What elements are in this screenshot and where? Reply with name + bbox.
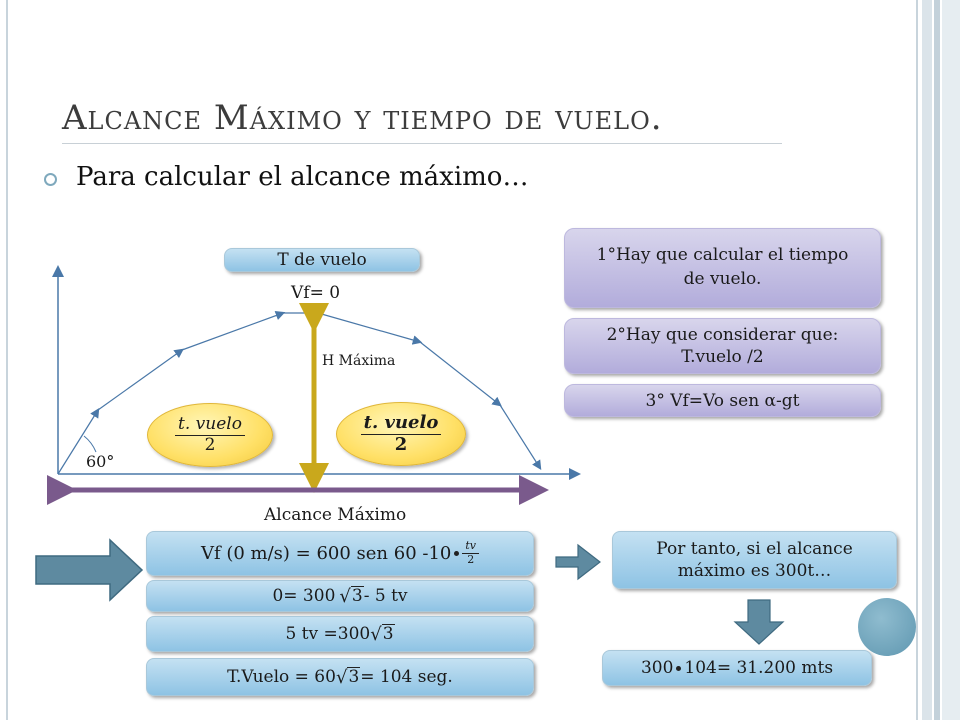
step-3-box: 3° Vf=Vo sen α-gt [564,384,881,417]
angle-label: 60° [86,452,115,471]
right-stripe-2 [934,0,940,720]
left-half-time-oval: t. vuelo 2 [147,403,273,467]
result-box: 300 104= 31.200 mts [602,650,872,686]
arrow-right-icon [555,543,601,581]
angle-arc [83,435,97,453]
trajectory-path [57,310,542,475]
conclusion-box: Por tanto, si el alcance máximo es 300t… [612,531,897,589]
multiply-dot-icon [676,665,682,671]
vf-zero-label: Vf= 0 [291,283,341,303]
multiply-dot-icon [454,551,460,556]
right-half-time-oval: t. vuelo 2 [336,402,466,466]
big-arrow-right-icon [35,538,144,602]
step-1-box: 1°Hay que calcular el tiempo de vuelo. [564,228,881,308]
equation-2-box: 0= 300 √3 - 5 tv [146,580,534,612]
equation-4-box: T.Vuelo = 60 √3 = 104 seg. [146,658,534,696]
decorative-circle [858,598,916,656]
t-de-vuelo-label: T de vuelo [224,248,420,272]
right-stripe-1 [922,0,932,720]
right-stripe-3 [942,0,960,720]
equation-3-box: 5 tv =300 √3 [146,616,534,652]
sqrt-symbol-icon: √3 [335,666,361,688]
title-underline [62,143,782,144]
h-maxima-label: H Máxima [322,353,396,369]
alcance-maximo-label: Alcance Máximo [264,505,407,525]
sqrt-symbol-icon: √3 [339,585,364,607]
bullet-circle-icon [44,173,57,186]
bullet-text: Para calcular el alcance máximo… [76,162,529,192]
step-2-box: 2°Hay que considerar que: T.vuelo /2 [564,318,881,374]
arrow-down-icon [733,599,785,645]
sqrt-symbol-icon: √3 [370,623,395,645]
slide-frame [6,0,918,720]
slide-title: Alcance Máximo y tiempo de vuelo. [62,98,663,138]
equation-1-box: Vf (0 m/s) = 600 sen 60 -10 tv 2 [146,531,534,576]
